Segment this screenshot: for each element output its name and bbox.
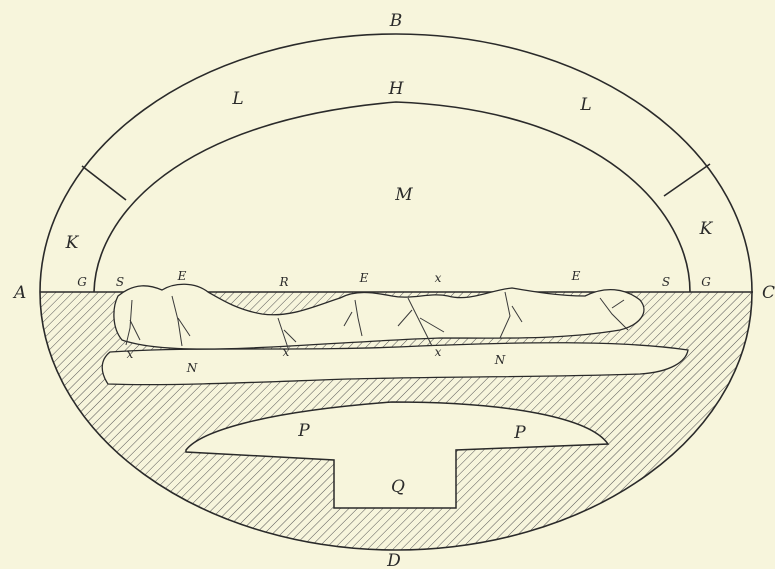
shell-divider-left	[82, 166, 126, 200]
label-N-left: N	[186, 361, 198, 375]
label-L-right: L	[579, 95, 591, 115]
label-A: A	[12, 283, 26, 303]
shell-divider-right	[664, 164, 710, 196]
label-E-3: E	[571, 269, 581, 283]
label-P-right: P	[513, 423, 526, 443]
label-L-left: L	[231, 89, 243, 109]
label-P-left: P	[297, 421, 310, 441]
label-B: B	[389, 11, 403, 31]
label-R: R	[278, 275, 288, 289]
label-x-top: x	[435, 271, 442, 285]
label-x-1: x	[127, 347, 134, 361]
label-G-right: G	[701, 275, 711, 289]
label-E-2: E	[359, 271, 369, 285]
label-S-right: S	[662, 275, 670, 289]
label-D: D	[386, 551, 401, 569]
label-C: C	[762, 283, 775, 303]
label-N-right: N	[494, 353, 506, 367]
label-E-1: E	[177, 269, 187, 283]
label-K-left: K	[65, 233, 80, 253]
label-M: M	[394, 185, 413, 205]
label-K-right: K	[699, 219, 714, 239]
label-G-left: G	[77, 275, 87, 289]
label-x-3: x	[435, 345, 442, 359]
inner-chamber	[94, 102, 690, 292]
label-S-left: S	[116, 275, 124, 289]
label-H: H	[388, 79, 405, 99]
label-x-2: x	[283, 345, 290, 359]
label-Q: Q	[391, 477, 405, 497]
